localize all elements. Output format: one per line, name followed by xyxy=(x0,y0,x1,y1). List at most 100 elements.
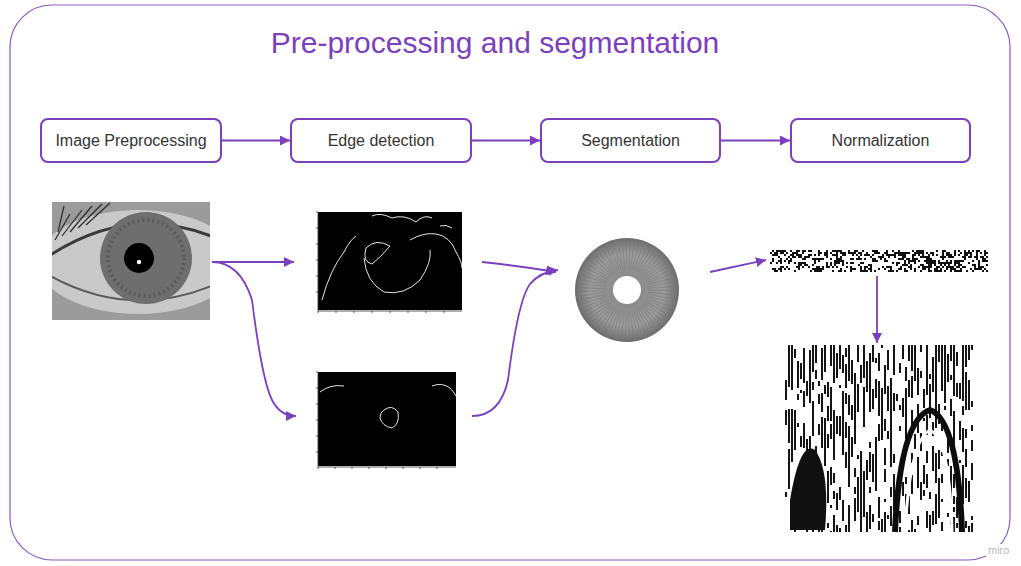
noise-cell xyxy=(910,268,912,270)
noise-streak xyxy=(890,421,892,441)
noise-cell xyxy=(924,256,926,258)
noise-streak xyxy=(860,502,862,506)
noise-streak xyxy=(968,394,970,410)
noise-streak xyxy=(956,392,958,397)
noise-cell xyxy=(874,260,876,262)
noise-cell xyxy=(780,268,782,270)
noise-cell xyxy=(970,254,972,256)
noise-streak xyxy=(818,394,820,404)
noise-streak xyxy=(941,376,943,391)
noise-cell xyxy=(872,258,874,260)
noise-cell xyxy=(838,250,840,252)
noise-streak xyxy=(947,354,949,366)
noise-cell xyxy=(812,264,814,266)
noise-cell xyxy=(892,250,894,252)
noise-cell xyxy=(822,258,824,260)
noise-streak xyxy=(923,401,925,408)
noise-cell xyxy=(982,260,984,262)
noise-cell xyxy=(862,250,864,252)
noise-cell xyxy=(942,256,944,258)
noise-cell xyxy=(808,256,810,258)
noise-streak xyxy=(962,362,964,382)
noise-cell xyxy=(906,270,908,272)
noise-streak xyxy=(941,522,943,531)
noise-streak xyxy=(902,482,904,496)
noise-cell xyxy=(804,256,806,258)
noise-streak xyxy=(914,363,916,381)
noise-cell xyxy=(934,270,936,272)
noise-streak xyxy=(809,370,811,389)
noise-cell xyxy=(954,254,956,256)
noise-cell xyxy=(972,264,974,266)
noise-cell xyxy=(850,252,852,254)
noise-cell xyxy=(966,252,968,254)
noise-cell xyxy=(898,258,900,260)
noise-streak xyxy=(869,353,871,372)
noise-cell xyxy=(782,266,784,268)
noise-streak xyxy=(893,474,895,494)
noise-streak xyxy=(857,387,859,401)
noise-cell xyxy=(796,252,798,254)
noise-streak xyxy=(926,451,928,463)
edge-curves xyxy=(322,214,462,300)
noise-cell xyxy=(820,270,822,272)
noise-streak xyxy=(836,353,838,359)
noise-streak xyxy=(965,345,967,350)
noise-streak xyxy=(803,365,805,383)
noise-streak xyxy=(842,438,844,455)
noise-cell xyxy=(858,252,860,254)
noise-cell xyxy=(776,252,778,254)
noise-streak xyxy=(833,449,835,460)
noise-streak xyxy=(848,345,850,352)
noise-streak xyxy=(833,428,835,440)
noise-streak xyxy=(881,388,883,402)
noise-cell xyxy=(794,270,796,272)
noise-streak xyxy=(830,435,832,439)
noise-cell xyxy=(846,266,848,268)
noise-cell xyxy=(972,270,974,272)
noise-streak xyxy=(884,383,886,394)
noise-cell xyxy=(828,266,830,268)
noise-cell xyxy=(976,268,978,270)
noise-streak xyxy=(971,440,973,451)
noise-cell xyxy=(818,268,820,270)
noise-streak xyxy=(803,391,805,407)
noise-cell xyxy=(834,264,836,266)
noise-cell xyxy=(876,252,878,254)
noise-cell xyxy=(772,254,774,256)
noise-cell xyxy=(944,262,946,264)
noise-cell xyxy=(796,250,798,252)
noise-cell xyxy=(936,266,938,268)
noise-streak xyxy=(923,490,925,496)
noise-cell xyxy=(776,270,778,272)
noise-cell xyxy=(898,250,900,252)
noise-cell xyxy=(940,268,942,270)
noise-streak xyxy=(788,384,790,387)
process-box: Image Preprocessing xyxy=(40,118,222,163)
noise-cell xyxy=(954,260,956,262)
noise-streak xyxy=(950,466,952,472)
eyelid-arch xyxy=(905,430,952,532)
noise-cell xyxy=(922,268,924,270)
noise-cell xyxy=(880,258,882,260)
noise-streak xyxy=(863,393,865,412)
noise-cell xyxy=(956,266,958,268)
flow-arrow xyxy=(876,276,878,343)
noise-streak xyxy=(905,477,907,484)
noise-streak xyxy=(968,488,970,502)
noise-cell xyxy=(904,254,906,256)
noise-streak xyxy=(890,378,892,387)
noise-cell xyxy=(908,252,910,254)
noise-cell xyxy=(922,256,924,258)
noise-cell xyxy=(978,262,980,264)
noise-cell xyxy=(900,266,902,268)
noise-streak xyxy=(833,440,835,449)
noise-cell xyxy=(776,254,778,256)
noise-streak xyxy=(887,394,889,411)
noise-streak xyxy=(947,447,949,453)
noise-streak xyxy=(863,499,865,517)
noise-streak xyxy=(890,406,892,421)
noise-streak xyxy=(869,452,871,472)
noise-cell xyxy=(930,266,932,268)
noise-streak xyxy=(806,439,808,449)
